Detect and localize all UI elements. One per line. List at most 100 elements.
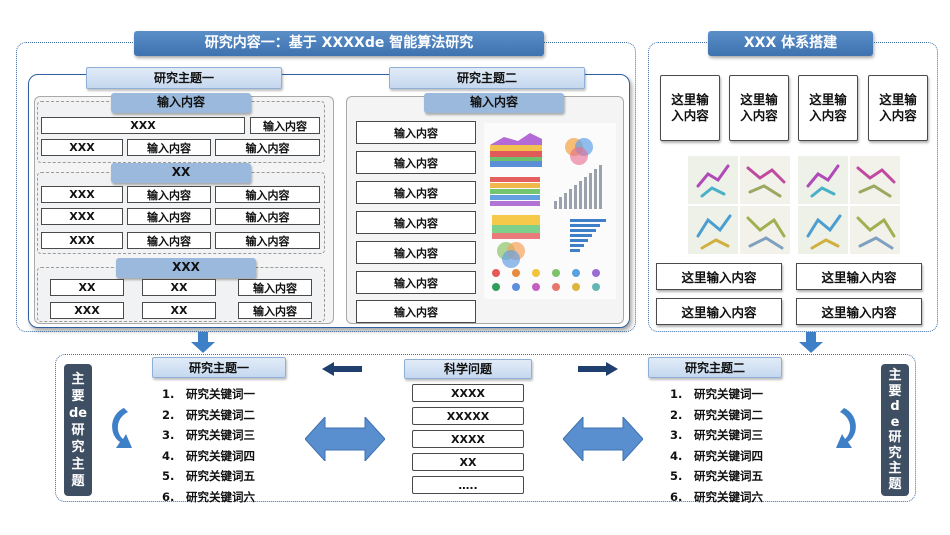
curved-arrow-icon (836, 408, 856, 448)
group2-row3-cell2: 输入内容 (127, 232, 211, 249)
group3-row1-cell3: 输入内容 (238, 279, 312, 296)
group2-row1-cell2: 输入内容 (127, 186, 211, 203)
keyword-item: 3.研究关键词三 (162, 425, 312, 446)
keyword-num: 1. (670, 387, 683, 401)
keyword-text: 研究关键词一 (186, 387, 255, 401)
side-char: 究 (888, 445, 902, 461)
side-char: 题 (71, 473, 85, 489)
topic2-item: 输入内容 (356, 241, 476, 264)
science-item: XXXX (412, 384, 524, 402)
down-arrow-icon (799, 332, 823, 353)
side-char: 主 (888, 461, 902, 476)
curved-arrow-icon (112, 408, 132, 448)
group2-row3-cell1: XXX (41, 232, 123, 249)
keyword-text: 研究关键词五 (694, 469, 763, 483)
keyword-num: 2. (670, 407, 683, 422)
keyword-text: 研究关键词一 (694, 387, 763, 401)
right-side-label: 主 要 d e 研 究 主 题 (881, 364, 909, 496)
topic2-item: 输入内容 (356, 121, 476, 144)
keyword-text: 研究关键词四 (694, 448, 763, 463)
keyword-item: 4. 研究关键词四 (670, 446, 820, 467)
group2-row2-cell3: 输入内容 (215, 208, 320, 225)
topic2-title: 研究主题二 (389, 67, 585, 89)
topic2-item: 输入内容 (356, 300, 476, 323)
side-char: 主 (71, 371, 85, 387)
topic2-item: 输入内容 (356, 151, 476, 174)
system-card-2: 这里输入内容 (729, 75, 789, 141)
molecule-image-grid (688, 156, 902, 256)
science-item: ….. (412, 476, 524, 494)
topic2-item: 输入内容 (356, 181, 476, 204)
keyword-item: 4.研究关键词四 (162, 446, 312, 467)
bottom-topic1-keywords: 1. 研究关键词一 2.研究关键词二 3.研究关键词三 4.研究关键词四 5.研究… (162, 384, 312, 507)
double-arrow-icon (563, 417, 643, 461)
keyword-item: 5. 研究关键词五 (670, 466, 820, 487)
analysis-figure-collage (484, 123, 616, 299)
keyword-num: 4. (670, 448, 683, 463)
side-char: 研 (71, 422, 85, 438)
keyword-item: 2.研究关键词二 (162, 405, 312, 426)
left-arrow-icon (322, 362, 362, 376)
group3-row1-cell1: XX (50, 279, 124, 296)
science-item: XXXXX (412, 407, 524, 425)
side-char: d (890, 399, 900, 414)
keyword-item: 5.研究关键词五 (162, 466, 312, 487)
system-box-4: 这里输入内容 (796, 298, 922, 325)
group1-row1-cell1: XXX (41, 117, 245, 134)
bottom-frame (55, 354, 916, 502)
keyword-item: 3. 研究关键词三 (670, 425, 820, 446)
topic1-group3-header: XXX (116, 258, 256, 278)
keyword-num: 1. (162, 387, 175, 401)
topic2-header: 输入内容 (424, 93, 564, 113)
topic1-title: 研究主题一 (86, 67, 282, 89)
side-char: de (68, 405, 88, 421)
group3-row2-cell3: 输入内容 (238, 302, 312, 319)
keyword-item: 1. 研究关键词一 (670, 384, 820, 405)
system-box-1: 这里输入内容 (656, 263, 782, 290)
down-arrow-icon (191, 332, 215, 353)
side-char: 主 (888, 368, 902, 383)
system-card-label: 这里输入内容 (671, 92, 709, 123)
keyword-num: 5. (670, 469, 683, 483)
science-item: XX (412, 453, 524, 471)
side-char: 要 (888, 383, 902, 399)
keyword-text: 研究关键词三 (694, 428, 763, 442)
topic1-group1-header: 输入内容 (111, 93, 251, 113)
system-card-4: 这里输入内容 (868, 75, 928, 141)
side-char: 研 (888, 430, 902, 445)
group1-row1-cell2: 输入内容 (250, 117, 320, 134)
keyword-num: 3. (162, 428, 175, 442)
group2-row1-cell3: 输入内容 (215, 186, 320, 203)
system-card-label: 这里输入内容 (879, 92, 917, 123)
group2-row1-cell1: XXX (41, 186, 123, 203)
keyword-item: 2. 研究关键词二 (670, 405, 820, 426)
science-item: XXXX (412, 430, 524, 448)
side-char: e (890, 414, 900, 430)
group2-row2-cell2: 输入内容 (127, 208, 211, 225)
keyword-item: 1. 研究关键词一 (162, 384, 312, 405)
system-card-label: 这里输入内容 (740, 92, 778, 123)
keyword-num: 4. (162, 448, 175, 463)
keyword-text: 研究关键词六 (694, 489, 763, 504)
content-one-title: 研究内容一：基于 XXXXde 智能算法研究 (134, 31, 544, 56)
keyword-text: 研究关键词二 (694, 407, 763, 422)
group1-row2-cell1: XXX (41, 139, 123, 156)
group3-row2-cell1: XXX (50, 302, 124, 319)
system-box-2: 这里输入内容 (796, 263, 922, 290)
system-box-3: 这里输入内容 (656, 298, 782, 325)
keyword-item: 6.研究关键词六 (670, 487, 820, 508)
system-title: XXX 体系搭建 (708, 31, 873, 56)
topic2-item: 输入内容 (356, 211, 476, 234)
left-side-label: 主 要 de 研 究 主 题 (64, 364, 92, 496)
topic2-item-list: 输入内容 输入内容 输入内容 输入内容 输入内容 输入内容 输入内容 (356, 121, 476, 323)
keyword-num: 2. (162, 407, 175, 422)
group3-row1-cell2: XX (142, 279, 216, 296)
bottom-topic1-title: 研究主题一 (152, 357, 286, 378)
bottom-topic2-keywords: 1. 研究关键词一 2. 研究关键词二 3. 研究关键词三 4. 研究关键词四 5. 研究… (670, 384, 820, 507)
topic2-item: 输入内容 (356, 271, 476, 294)
group1-row2-cell2: 输入内容 (127, 139, 211, 156)
keyword-num: 5. (162, 469, 175, 483)
right-arrow-icon (578, 362, 618, 376)
system-card-1: 这里输入内容 (660, 75, 720, 141)
keyword-num: 3. (670, 428, 683, 442)
